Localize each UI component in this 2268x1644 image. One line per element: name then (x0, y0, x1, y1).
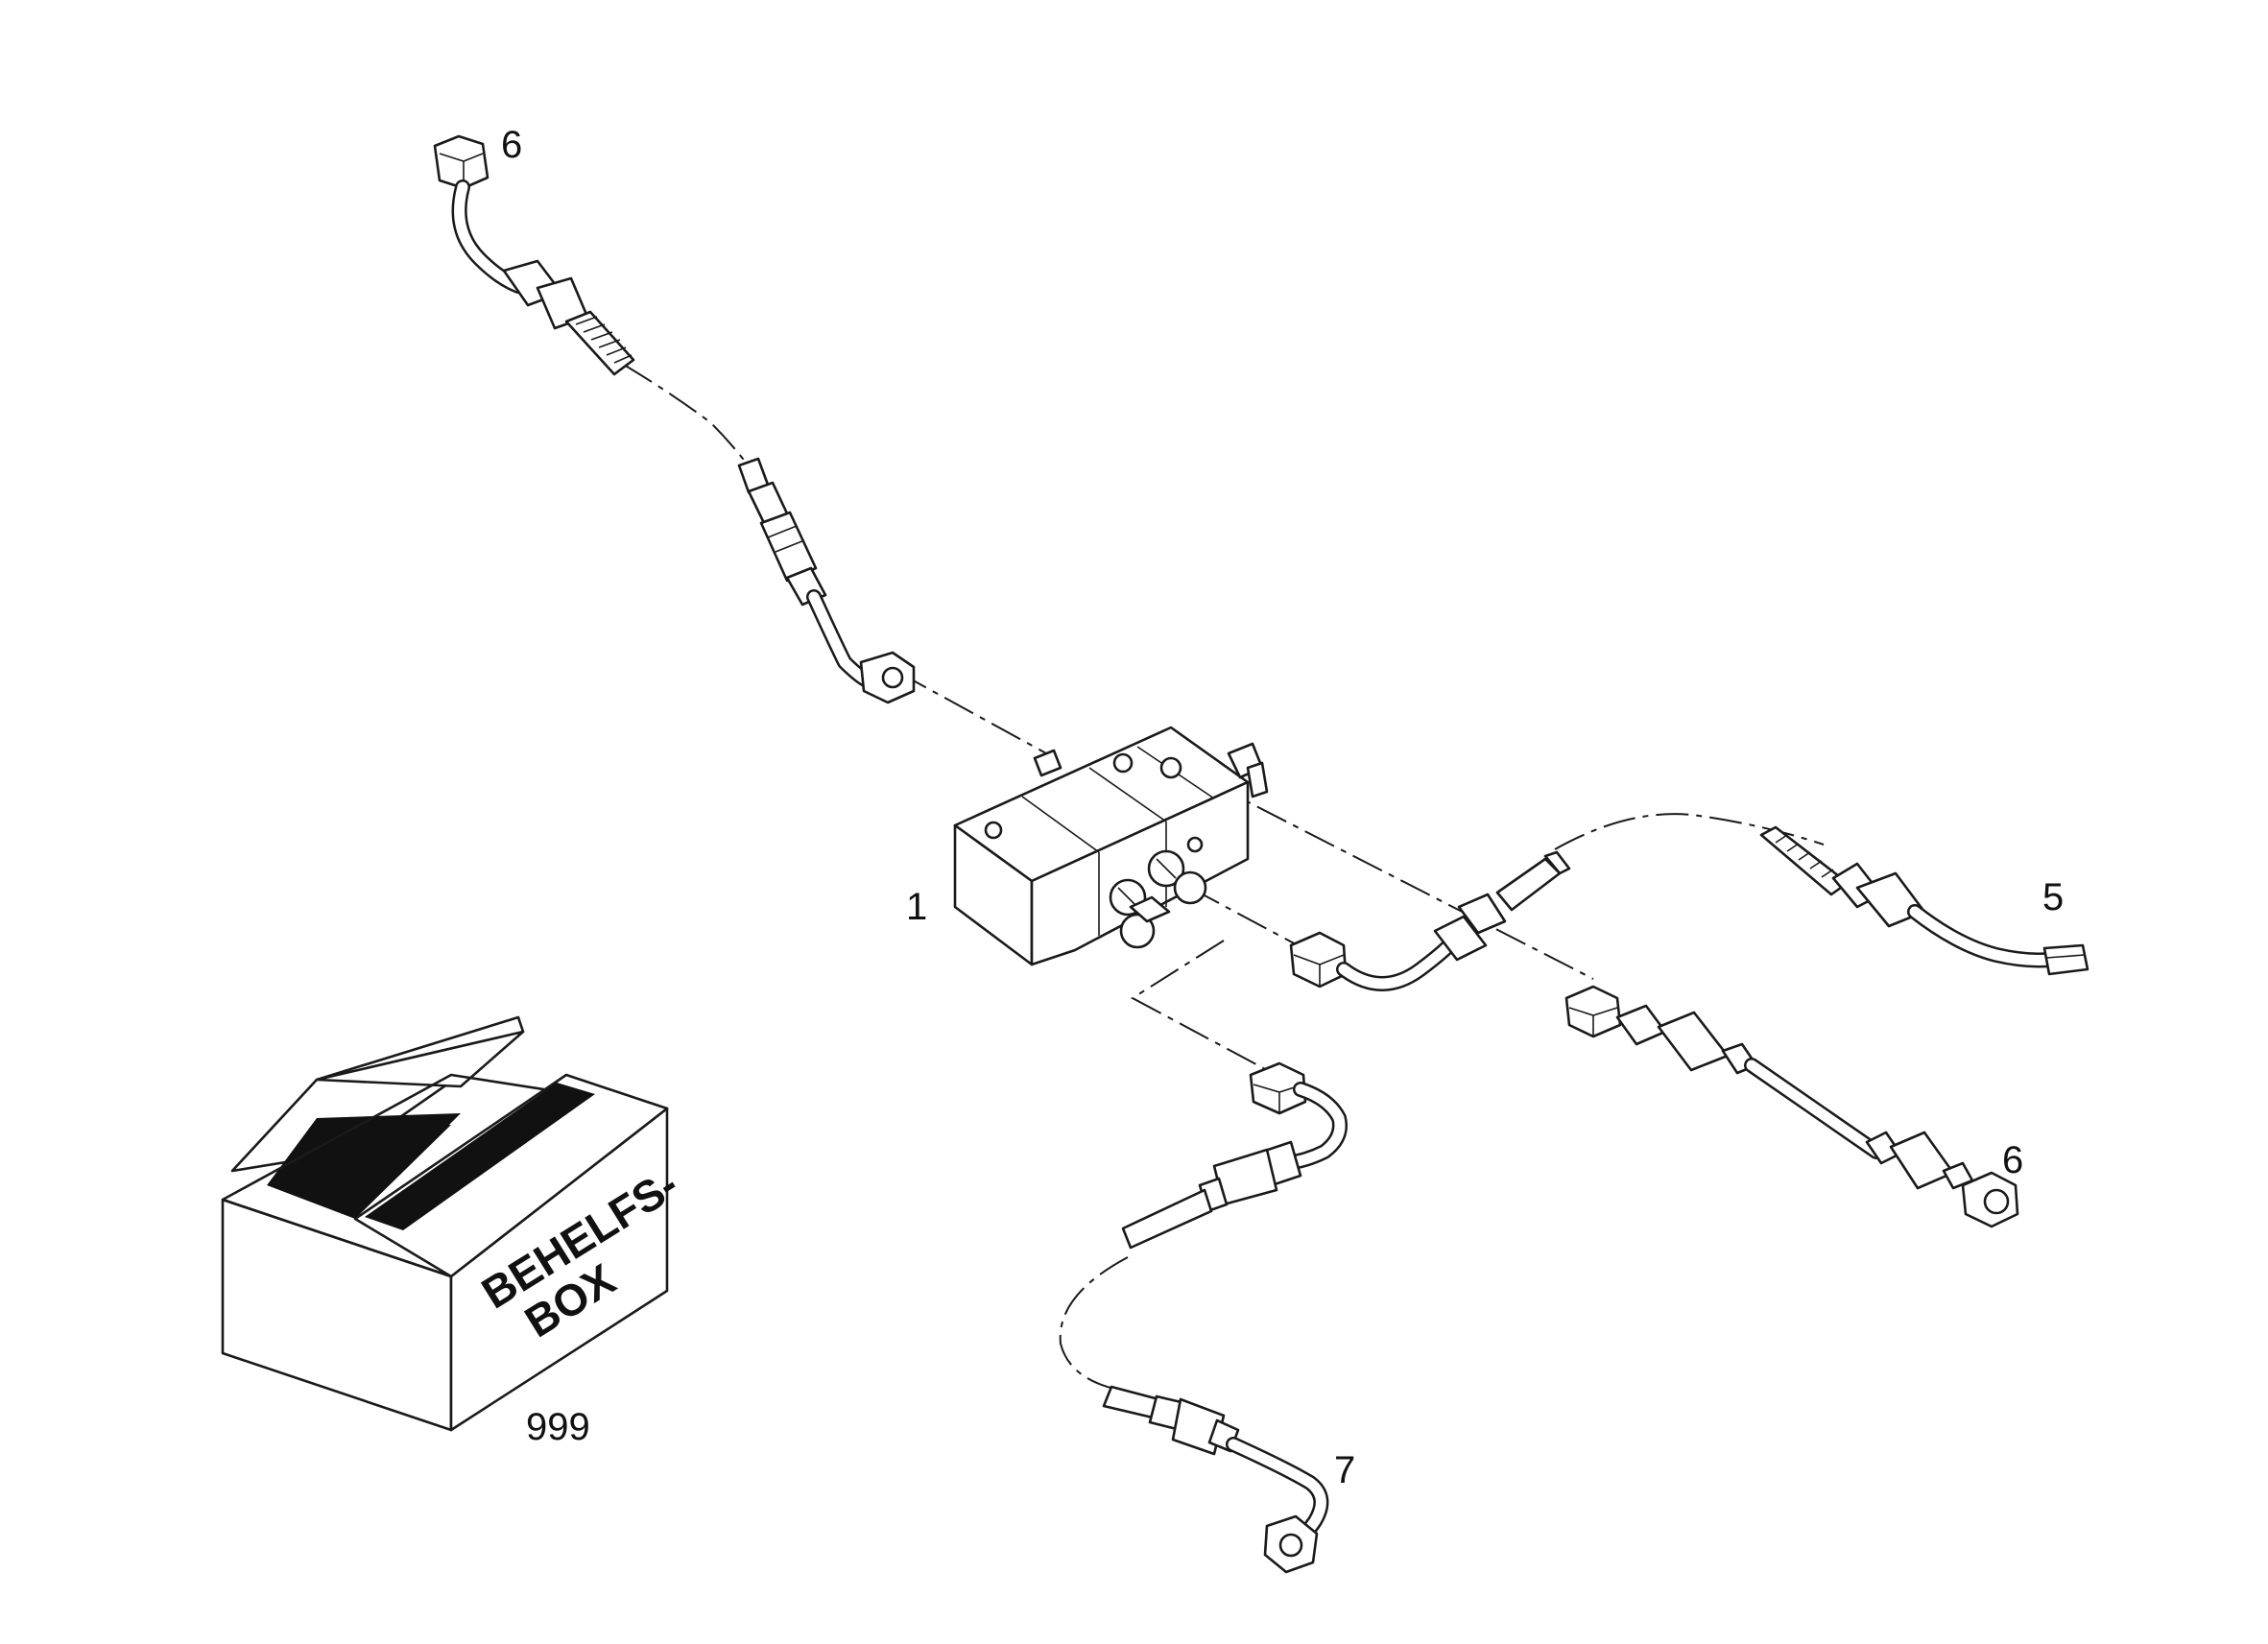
callout-right-upper-line: 5 (2042, 876, 2064, 918)
right-upper-line-assembly (1759, 825, 2089, 976)
bottom-line-assembly (1102, 1061, 1348, 1574)
top-left-line-assembly (433, 134, 635, 376)
hex-nut-icon (1289, 931, 1348, 989)
distributor-block (953, 726, 1269, 966)
callout-block: 1 (906, 886, 927, 928)
callout-right-lower-line: 6 (2002, 1139, 2023, 1181)
center-lines (623, 364, 1825, 1393)
hex-nut-icon (433, 134, 489, 190)
callout-bottom-line: 7 (1334, 1449, 1355, 1491)
hex-nut-icon (1249, 1061, 1307, 1115)
callout-box: 999 (526, 1406, 590, 1448)
right-cross-line (1289, 850, 1571, 991)
middle-left-line (737, 457, 916, 704)
callout-top-left-line: 6 (501, 124, 522, 166)
right-lower-line-assembly (1564, 985, 2019, 1228)
auxiliary-box: BEHELFS- BOX (221, 1015, 686, 1432)
hex-nut-icon (1564, 985, 1622, 1038)
hex-nut-icon (2042, 943, 2089, 976)
